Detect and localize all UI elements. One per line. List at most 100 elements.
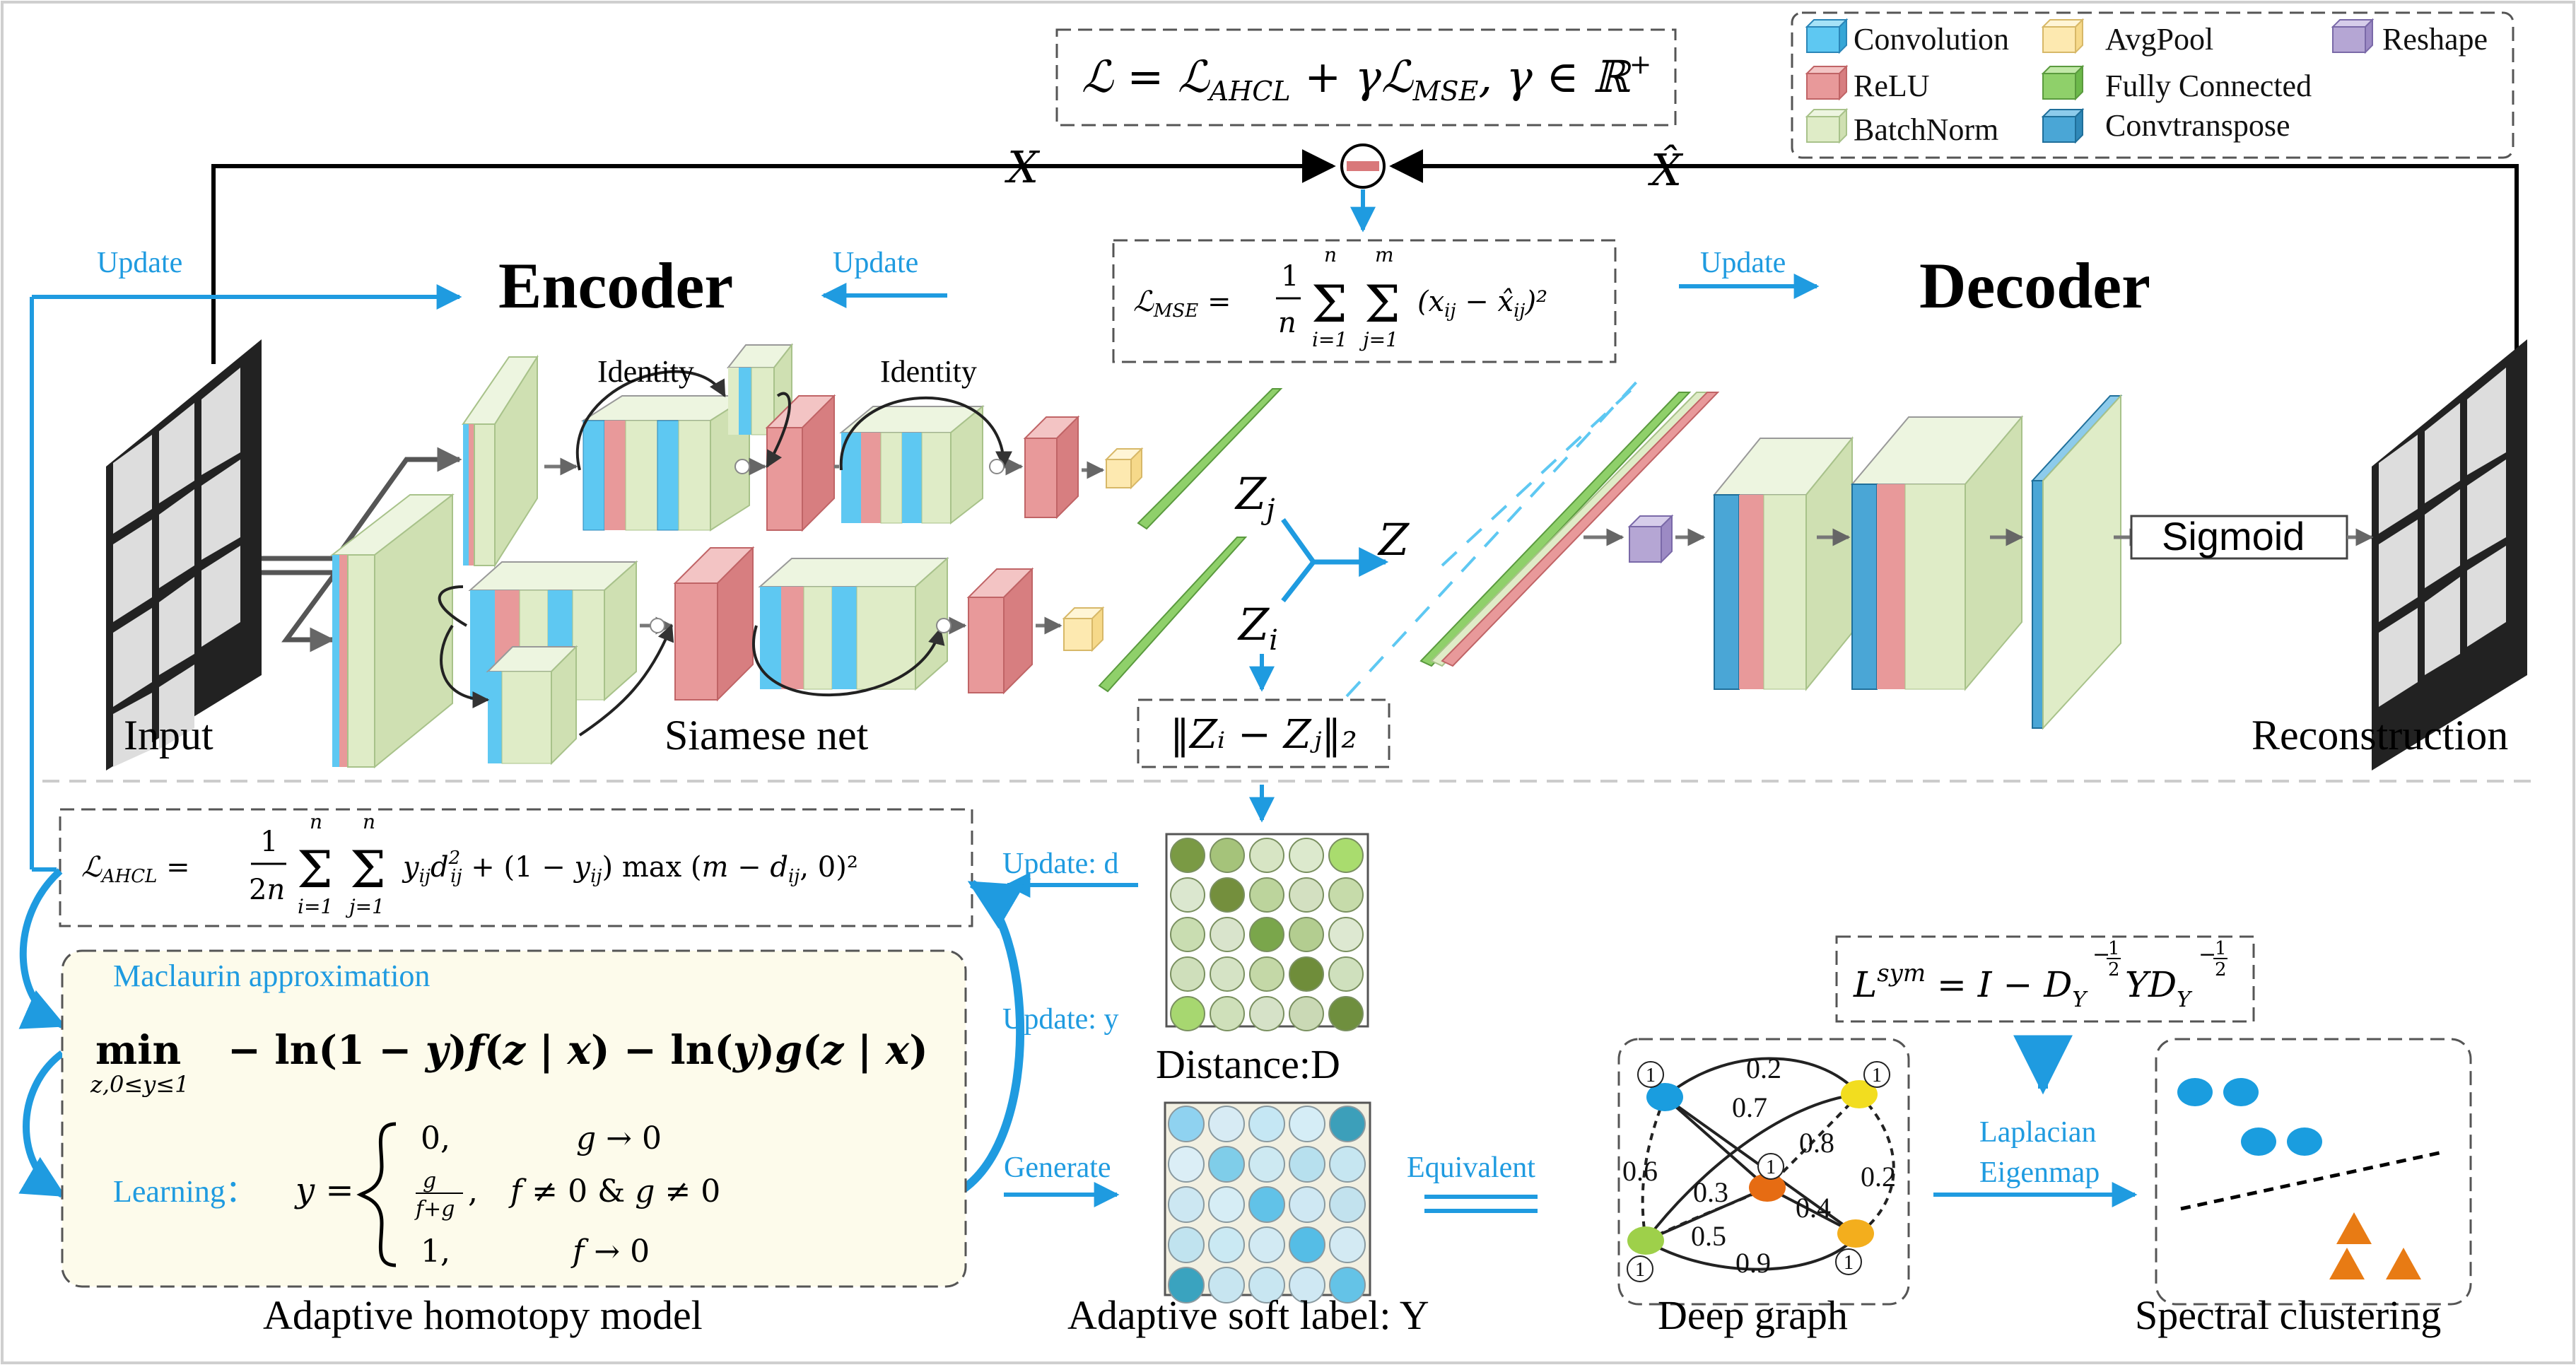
svg-text:2: 2	[2108, 959, 2120, 980]
svg-text:Laplacian: Laplacian	[1979, 1116, 2097, 1149]
svg-text:f ≠ 0 & g ≠ 0: f ≠ 0 & g ≠ 0	[508, 1173, 720, 1209]
matrix-cell	[1329, 1146, 1366, 1183]
svg-text:Σ: Σ	[1364, 274, 1400, 334]
svg-text:i=1: i=1	[1312, 328, 1347, 351]
z-label: Z	[1377, 514, 1410, 566]
svg-text:0.2: 0.2	[1861, 1161, 1896, 1193]
svg-text:Equivalent: Equivalent	[1407, 1152, 1535, 1184]
equivalent-link: Equivalent	[1407, 1152, 1538, 1213]
encoder-title: Encoder	[498, 250, 733, 322]
upper-residual-block-a	[580, 394, 752, 532]
svg-text:1: 1	[1635, 1259, 1645, 1281]
decoder-block-1	[1712, 436, 1854, 691]
matrix-cell	[1329, 1106, 1366, 1142]
legend-relu-swatch	[1805, 64, 1849, 101]
svg-text:(xij − x̂ij)²: (xij − x̂ij)²	[1417, 286, 1547, 322]
svg-text:Σ: Σ	[297, 840, 333, 899]
legend-reshape-swatch	[2331, 18, 2375, 54]
svg-text:0.3: 0.3	[1693, 1176, 1728, 1208]
matrix-cell	[1170, 838, 1205, 873]
matrix-cell	[1249, 877, 1284, 913]
legend-avgpool-swatch	[2041, 18, 2085, 54]
svg-text:1: 1	[1281, 260, 1299, 293]
svg-text:1,: 1,	[421, 1234, 450, 1270]
svg-text:f → 0: f → 0	[570, 1234, 650, 1270]
decoder-fc-stack	[1419, 392, 1720, 667]
siamese-net: Identity Identity	[262, 343, 1283, 769]
matrix-cell	[1248, 1106, 1285, 1142]
legend-fc-swatch	[2041, 64, 2085, 101]
svg-text:g: g	[423, 1168, 436, 1193]
matrix-cell	[1328, 838, 1364, 873]
deep-graph: 1 1 1 1 1 0.2 0.7 0.8 0.6 0.3 0.2 0.4 0.…	[1617, 1038, 1910, 1306]
svg-text:ℒAHCL =: ℒAHCL =	[81, 851, 190, 887]
reconstruction-loss-lines: X X̂	[211, 141, 2519, 364]
svg-text:0.2: 0.2	[1746, 1053, 1781, 1084]
total-loss-box: ℒ = ℒAHCL + γℒMSE, γ ∈ ℝ+	[1055, 28, 1677, 127]
svg-text:Σ: Σ	[350, 840, 386, 899]
update-label-encoder: Update	[833, 247, 918, 279]
matrix-cell	[1328, 996, 1364, 1031]
matrix-cell	[1168, 1226, 1205, 1263]
svg-text:1: 1	[260, 826, 278, 858]
decoder-reshape	[1627, 514, 1674, 564]
decoder-net: Sigmoid	[1345, 377, 2374, 730]
matrix-cell	[1289, 838, 1324, 873]
svg-text:1: 1	[1766, 1156, 1776, 1178]
identity-label-2: Identity	[880, 354, 977, 389]
matrix-cell	[1249, 917, 1284, 952]
svg-text:0.8: 0.8	[1799, 1127, 1834, 1159]
legend-label-avgpool: AvgPool	[2105, 22, 2213, 57]
decoder-title: Decoder	[1919, 250, 2150, 322]
matrix-cell	[1249, 996, 1284, 1031]
upper-residual-block-b	[839, 404, 985, 525]
matrix-cell	[1210, 877, 1245, 913]
sigmoid-label: Sigmoid	[2162, 514, 2305, 558]
svg-text:j=1: j=1	[1359, 328, 1398, 351]
matrix-cell	[1289, 1267, 1325, 1304]
legend-label-fc: Fully Connected	[2105, 69, 2312, 103]
svg-text:Lsym = I − DY: Lsym = I − DY	[1853, 959, 2088, 1012]
update-label-left: Update	[97, 247, 182, 279]
matrix-cell	[1168, 1106, 1205, 1142]
upper-avgpool	[1104, 447, 1144, 490]
spectral-label: Spectral clustering	[2135, 1292, 2441, 1338]
svg-text:2n: 2n	[249, 874, 285, 906]
svg-text:−: −	[2199, 942, 2216, 967]
lower-residual-block-b	[758, 556, 949, 691]
matrix-cell	[1210, 838, 1245, 873]
matrix-cell	[1168, 1267, 1205, 1304]
legend-convtranspose-swatch	[2041, 107, 2085, 144]
matrix-cell	[1208, 1106, 1245, 1142]
matrix-cell	[1289, 877, 1324, 913]
svg-text:Eigenmap: Eigenmap	[1979, 1156, 2100, 1189]
svg-text:0.6: 0.6	[1622, 1155, 1658, 1187]
generate-label: Generate	[1004, 1152, 1111, 1184]
matrix-cell	[1168, 1186, 1205, 1223]
matrix-cell	[1289, 956, 1324, 992]
legend-label-batchnorm: BatchNorm	[1854, 112, 1998, 147]
matrix-cell	[1329, 1186, 1366, 1223]
input-label: Input	[124, 712, 213, 758]
legend-convolution-swatch	[1805, 18, 1849, 54]
matrix-cell	[1170, 917, 1205, 952]
legend-label-relu: ReLU	[1854, 69, 1930, 103]
matrix-cell	[1208, 1146, 1245, 1183]
soft-label-matrix	[1164, 1101, 1371, 1304]
decoder-block-2	[1850, 415, 2024, 691]
svg-text:YDY: YDY	[2125, 964, 2193, 1012]
matrix-cell	[1289, 996, 1324, 1031]
upper-fc-layer	[1137, 388, 1283, 530]
lower-relu-block	[673, 546, 755, 702]
matrix-cell	[1289, 917, 1324, 952]
minus-icon	[1347, 161, 1379, 171]
zj-label: Zj	[1234, 468, 1275, 526]
maclaurin-label: Maclaurin approximation	[113, 959, 430, 993]
lower-relu-block-2	[966, 567, 1034, 695]
svg-text:1: 1	[1872, 1065, 1882, 1086]
svg-text:y =: y =	[294, 1171, 354, 1210]
matrix-cell	[1170, 877, 1205, 913]
svg-text:2: 2	[2215, 959, 2227, 980]
